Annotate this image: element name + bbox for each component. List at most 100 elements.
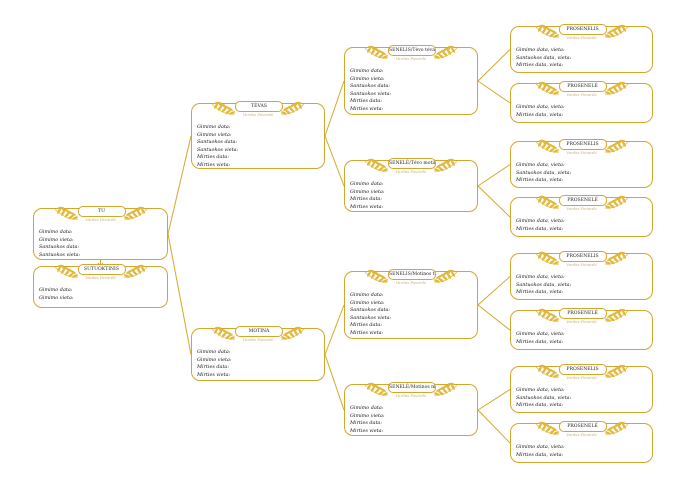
field-label: Gimimo data: xyxy=(350,292,384,298)
field-label: Santuokos data, vieta: xyxy=(516,169,572,176)
field-label: Santuokos data, vieta: xyxy=(516,281,572,288)
field-label: Gimimo vieta: xyxy=(350,188,385,195)
field-label: Mirties data: xyxy=(197,364,229,371)
field-label: Mirties vieta: xyxy=(350,105,384,112)
laurel-wreath-icon xyxy=(211,101,305,115)
name-placeholder: Vardas Pavardė xyxy=(566,319,597,324)
field-label: Santuokos data, vieta: xyxy=(516,54,572,61)
field-label: Mirties vieta: xyxy=(197,161,231,168)
laurel-wreath-icon xyxy=(535,24,628,38)
field-label: Gimimo data: xyxy=(350,68,384,74)
role-label: PROSENELIS xyxy=(558,251,607,262)
field-label: Mirties data: xyxy=(197,154,229,161)
field-label: Gimimo data, vieta: xyxy=(516,331,565,337)
name-placeholder: Vardas Pavardė xyxy=(85,217,116,222)
name-placeholder: Vardas Pavardė xyxy=(395,169,427,174)
role-label: SENELĖ/Tėvo motina xyxy=(388,158,436,169)
field-label: Gimimo vieta: xyxy=(39,294,74,301)
laurel-wreath-icon xyxy=(364,158,458,172)
field-label: Mirties vieta: xyxy=(350,427,384,434)
field-list: Gimimo data, vieta:Santuokos data, vieta… xyxy=(516,274,571,297)
laurel-wreath-icon xyxy=(535,421,628,435)
field-list: Gimimo data, vieta:Santuokos data, vieta… xyxy=(516,387,571,410)
name-placeholder: Vardas Pavardė xyxy=(566,262,597,267)
laurel-wreath-icon xyxy=(535,364,628,378)
connector-gp_mother_father-ggp5 xyxy=(477,276,511,306)
field-label: Gimimo vieta: xyxy=(39,236,74,243)
field-label: Gimimo data: xyxy=(39,229,73,235)
field-list: Gimimo data, vieta:Mirties data, vieta: xyxy=(516,331,565,346)
connector-mother-gp_mother_father xyxy=(324,304,345,355)
field-label: Santuokos vieta: xyxy=(39,251,81,258)
field-label: Gimimo data, vieta: xyxy=(516,444,565,450)
field-label: Santuokos data: xyxy=(39,244,80,251)
role-label: TĖVAS xyxy=(235,101,283,112)
connector-mother-gp_mother_mother xyxy=(324,354,345,411)
field-list: Gimimo data:Gimimo vieta: xyxy=(39,287,74,302)
field-label: Gimimo vieta: xyxy=(350,299,385,306)
field-label: Mirties data: xyxy=(350,196,382,203)
field-list: Gimimo data:Gimimo vieta:Santuokos data:… xyxy=(350,68,391,114)
field-label: Mirties vieta: xyxy=(350,329,384,336)
role-label: SENELIS/Tėvo tėvas xyxy=(388,45,436,56)
name-placeholder: Vardas Pavardė xyxy=(395,56,427,61)
field-list: Gimimo data:Gimimo vieta:Mirties data:Mi… xyxy=(197,349,232,379)
name-placeholder: Vardas Pavardė xyxy=(566,432,597,437)
connector-gp_father_father-ggp1 xyxy=(477,49,511,82)
name-placeholder: Vardas Pavardė xyxy=(395,280,427,285)
name-placeholder: Vardas Pavardė xyxy=(242,112,274,117)
field-label: Mirties data, vieta: xyxy=(516,451,564,458)
name-placeholder: Vardas Pavardė xyxy=(566,35,597,40)
field-label: Gimimo vieta: xyxy=(197,131,232,138)
field-label: Mirties data, vieta: xyxy=(516,225,564,232)
field-label: Gimimo data: xyxy=(350,405,384,411)
field-label: Gimimo data, vieta: xyxy=(516,387,565,393)
field-label: Mirties data, vieta: xyxy=(516,338,564,345)
connector-gp_father_mother-ggp3 xyxy=(477,164,511,187)
laurel-wreath-icon xyxy=(54,206,147,220)
laurel-wreath-icon xyxy=(535,195,628,209)
name-placeholder: Vardas Pavardė xyxy=(85,275,116,280)
field-label: Mirties data, vieta: xyxy=(516,62,564,69)
connector-father-gp_father_mother xyxy=(324,135,345,187)
laurel-wreath-icon xyxy=(364,45,458,59)
name-placeholder: Vardas Pavardė xyxy=(566,206,597,211)
role-label: PROSENELĖ xyxy=(558,81,607,92)
field-label: Mirties data: xyxy=(350,98,382,105)
role-label: PROSENELĖ xyxy=(558,421,607,432)
connector-gp_father_father-ggp2 xyxy=(477,80,511,104)
connector-gp_father_mother-ggp4 xyxy=(477,185,511,218)
field-label: Gimimo data, vieta: xyxy=(516,274,565,280)
laurel-wreath-icon xyxy=(364,269,458,283)
connector-father-gp_father_father xyxy=(324,80,345,137)
field-label: Mirties data, vieta: xyxy=(516,402,564,409)
field-label: Santuokos vieta: xyxy=(350,314,392,321)
connector-you-father xyxy=(167,135,192,235)
field-label: Gimimo vieta: xyxy=(350,75,385,82)
field-label: Gimimo data, vieta: xyxy=(516,218,565,224)
